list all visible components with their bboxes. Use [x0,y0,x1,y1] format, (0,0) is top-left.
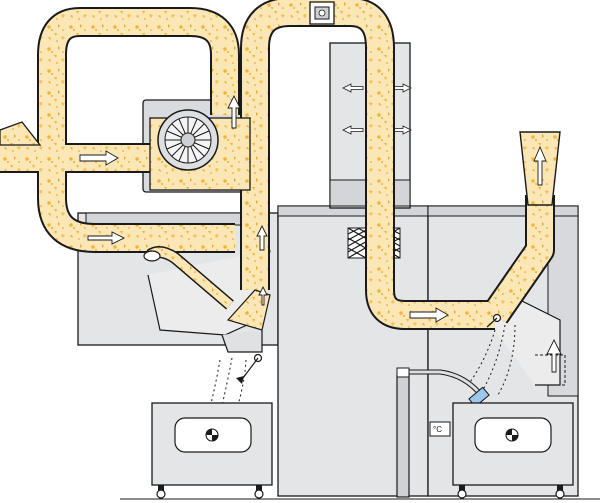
flow-arrow-icon [342,83,412,135]
caster-wheel-icon [457,485,565,499]
inspection-window-icon [309,1,335,25]
air-column [396,374,410,498]
caster-wheel-icon [156,485,264,499]
temperature-sensor-icon: °C [429,421,451,437]
temperature-sensor-label: °C [433,425,442,434]
right-cabinet-top [427,205,579,217]
flow-arrow-icon [79,94,562,373]
right-collection-bin [452,402,574,499]
damper-icon [505,428,519,442]
left-collection-bin [151,402,273,499]
damper-icon [205,428,219,442]
fan-icon [149,109,251,191]
flap-valve-icon [236,313,502,384]
